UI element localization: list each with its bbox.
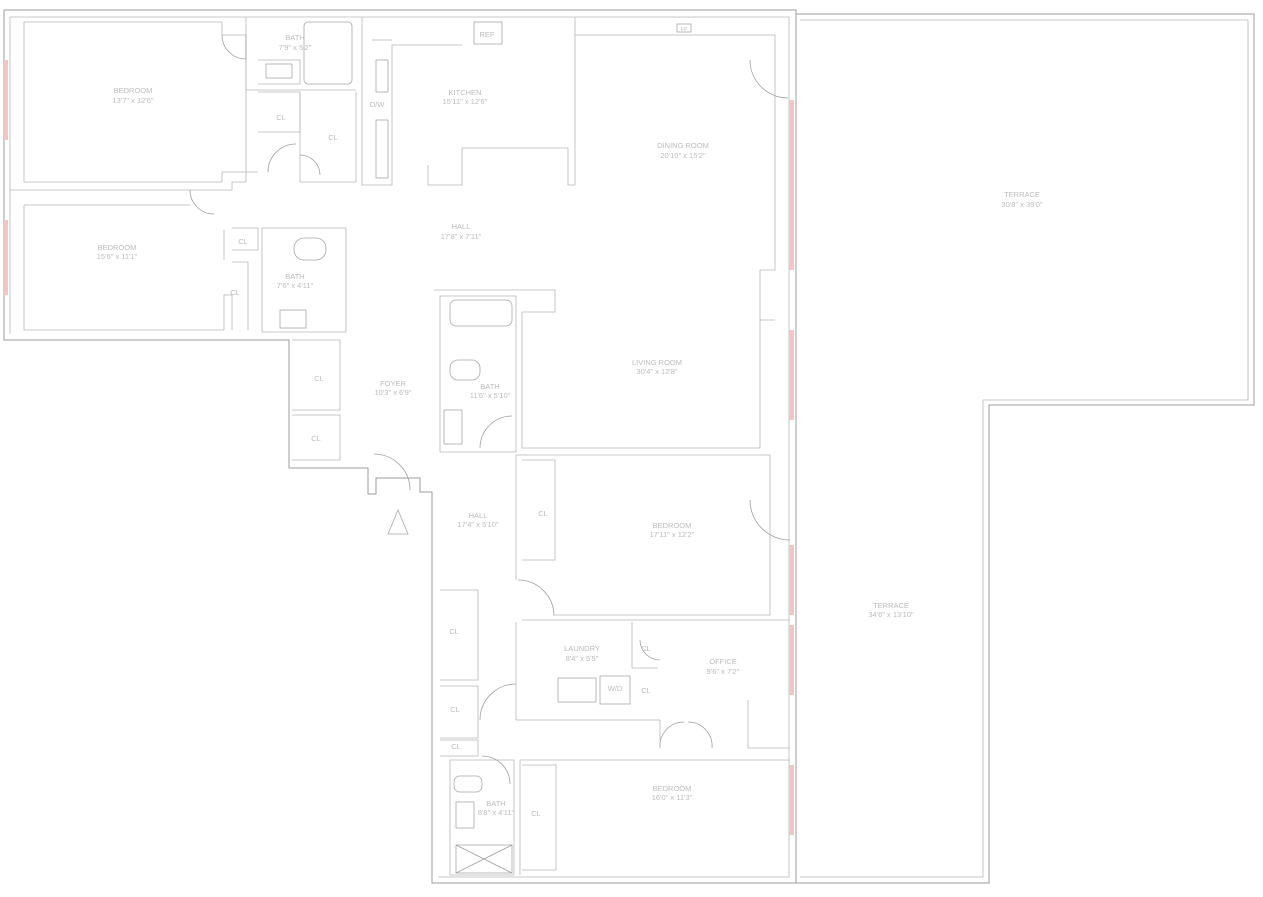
room-dining-room: DINING ROOM 20'10" x 15'2"	[657, 141, 709, 160]
room-name: HALL	[452, 222, 471, 231]
room-dims: 17'8" x 7'11"	[441, 232, 482, 241]
room-name: DINING ROOM	[657, 141, 709, 150]
room-hall-1: HALL 17'8" x 7'11"	[441, 222, 482, 241]
room-labels: BEDROOM 13'7" x 12'6" BATH 7'9" x 5'2" K…	[97, 33, 1043, 817]
closet-label: CL	[531, 809, 541, 818]
room-dims: 16'0" x 11'3"	[652, 793, 693, 802]
dishwasher-label: D/W	[370, 100, 386, 109]
room-name: BEDROOM	[98, 243, 137, 252]
room-foyer: FOYER 10'3" x 6'9"	[375, 379, 412, 397]
room-hall-2: HALL 17'4" x 5'10"	[457, 511, 498, 529]
room-dims: 8'4" x 5'5"	[566, 654, 599, 663]
room-name: BATH	[285, 33, 304, 42]
fixtures	[265, 21, 692, 874]
room-bath-1: BATH 7'9" x 5'2"	[279, 33, 312, 52]
closet-label: CL	[311, 434, 321, 443]
room-dims: 17'4" x 5'10"	[457, 520, 498, 529]
room-bath-3: BATH 11'6" x 5'10"	[470, 382, 511, 400]
room-name: BATH	[285, 272, 304, 281]
room-dims: 8'8" x 4'11"	[478, 808, 515, 817]
fireplace-label: FP	[681, 27, 688, 33]
entry-arrow-icon	[387, 508, 409, 535]
refrigerator-label: REF	[480, 30, 495, 39]
room-dims: 30'4" x 12'8"	[636, 367, 677, 376]
terrace-outline	[795, 13, 1255, 884]
room-dims: 7'9" x 5'2"	[279, 43, 312, 52]
closet-label: CL	[641, 686, 651, 695]
closet-labels: CL CL CL CL CL CL CL CL CL CL CL CL CL	[230, 113, 651, 818]
closet-label: CL	[238, 237, 248, 246]
room-dims: 34'6" x 13'10"	[868, 610, 914, 619]
room-bedroom-2: BEDROOM 15'6" x 11'1"	[97, 243, 138, 261]
room-name: BATH	[486, 799, 505, 808]
room-terrace-2: TERRACE 34'6" x 13'10"	[868, 601, 914, 619]
room-dims: 20'10" x 15'2"	[660, 151, 706, 160]
room-name: BEDROOM	[114, 86, 153, 95]
room-dims: 17'11" x 12'2"	[650, 530, 695, 539]
closet-label: CL	[641, 644, 651, 653]
room-kitchen: KITCHEN 15'11" x 12'6"	[443, 88, 488, 106]
room-bedroom-3: BEDROOM 17'11" x 12'2"	[650, 521, 695, 539]
closet-label: CL	[450, 705, 460, 714]
interior-walls	[10, 17, 790, 876]
room-bath-4: BATH 8'8" x 4'11"	[478, 799, 515, 817]
room-name: BEDROOM	[653, 521, 692, 530]
fixture-labels: REF D/W W/D FP	[370, 27, 688, 693]
room-dims: 11'6" x 5'10"	[470, 391, 511, 400]
room-dims: 10'3" x 6'9"	[375, 388, 412, 397]
exterior-walls	[3, 9, 797, 884]
room-name: LAUNDRY	[564, 644, 600, 653]
room-laundry: LAUNDRY 8'4" x 5'5"	[564, 644, 600, 663]
closet-label: CL	[449, 627, 459, 636]
room-office: OFFICE 9'6" x 7'2"	[707, 657, 740, 676]
room-name: TERRACE	[1004, 190, 1040, 199]
washer-dryer-label: W/D	[608, 684, 623, 693]
room-name: TERRACE	[873, 601, 909, 610]
room-name: BEDROOM	[653, 784, 692, 793]
closet-label: CL	[314, 374, 324, 383]
closet-label: CL	[328, 133, 338, 142]
room-bedroom-4: BEDROOM 16'0" x 11'3"	[652, 784, 693, 802]
room-name: LIVING ROOM	[632, 358, 682, 367]
room-living-room: LIVING ROOM 30'4" x 12'8"	[632, 358, 682, 376]
room-dims: 15'11" x 12'6"	[443, 97, 488, 106]
room-name: BATH	[480, 382, 499, 391]
room-terrace-1: TERRACE 30'8" x 39'0"	[1001, 190, 1042, 209]
room-bath-2: BATH 7'6" x 4'11"	[277, 272, 314, 290]
room-bedroom-1: BEDROOM 13'7" x 12'6"	[112, 86, 153, 105]
room-dims: 30'8" x 39'0"	[1001, 200, 1042, 209]
room-dims: 15'6" x 11'1"	[97, 252, 138, 261]
room-dims: 9'6" x 7'2"	[707, 667, 740, 676]
room-name: FOYER	[380, 379, 406, 388]
closet-label: CL	[230, 288, 240, 297]
doors	[189, 34, 791, 785]
closet-label: CL	[451, 742, 461, 751]
windows	[4, 60, 794, 835]
room-dims: 7'6" x 4'11"	[277, 281, 314, 290]
closet-label: CL	[538, 509, 548, 518]
room-name: KITCHEN	[449, 88, 482, 97]
room-name: HALL	[469, 511, 488, 520]
room-dims: 13'7" x 12'6"	[112, 96, 153, 105]
closet-label: CL	[276, 113, 286, 122]
room-name: OFFICE	[709, 657, 737, 666]
